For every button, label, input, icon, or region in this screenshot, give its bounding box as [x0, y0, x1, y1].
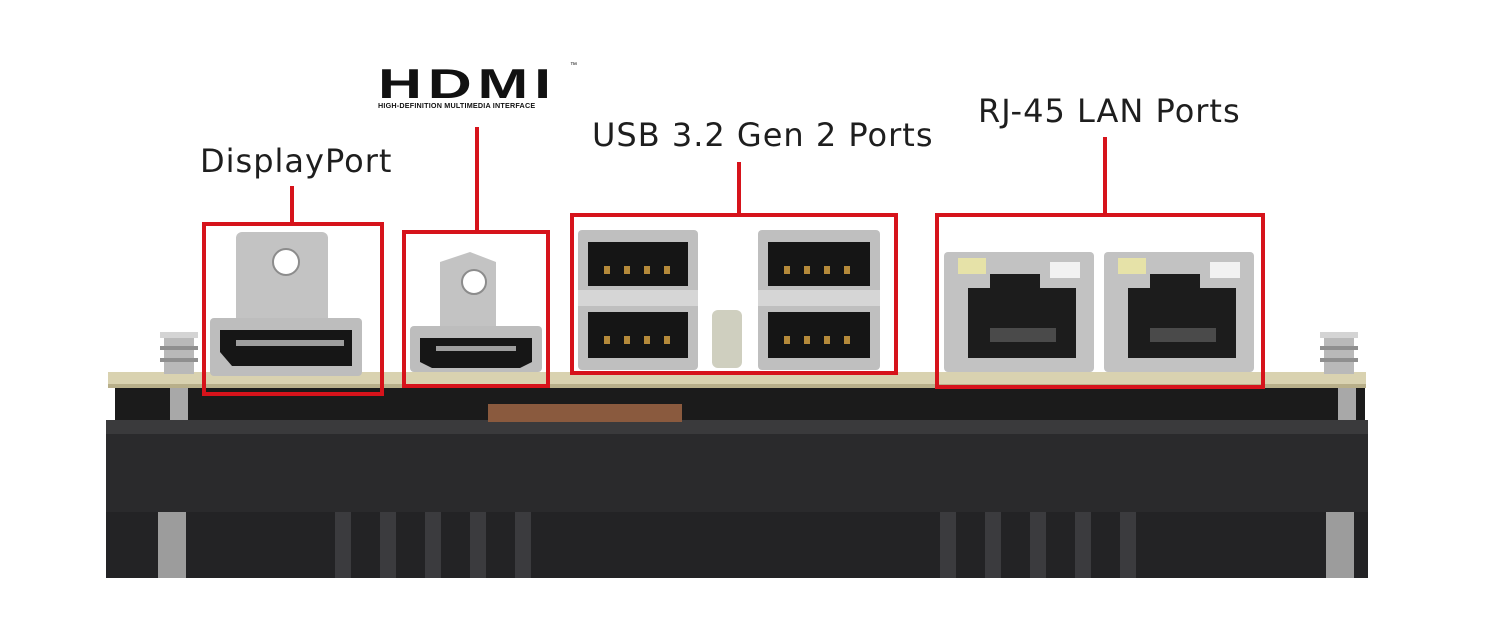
rj45-connectors [944, 252, 1254, 372]
usb-connectors [578, 230, 880, 370]
heatsink [106, 420, 1368, 578]
usb-leader-line [737, 162, 741, 213]
hdmi-connector [410, 252, 542, 372]
displayport-connector [210, 232, 362, 376]
hdmi-trademark: ™ [570, 62, 577, 69]
usb-label: USB 3.2 Gen 2 Ports [592, 116, 934, 154]
usb-highlight-box [570, 213, 898, 375]
hdmi-leader-line [475, 127, 479, 230]
right-screw [1320, 332, 1358, 374]
hdmi-subtitle: HIGH-DEFINITION MULTIMEDIA INTERFACE [378, 101, 536, 110]
left-screw [160, 332, 198, 374]
lan-leader-line [1103, 137, 1107, 213]
displayport-leader-line [290, 186, 294, 222]
lan-label: RJ-45 LAN Ports [978, 92, 1241, 130]
lan-highlight-box [935, 213, 1265, 389]
hdmi-highlight-box [402, 230, 550, 388]
hdmi-wordmark: HDMI [378, 60, 557, 107]
displayport-highlight-box [202, 222, 384, 396]
displayport-label: DisplayPort [200, 142, 393, 180]
hdmi-logo: HDMI ™ HIGH-DEFINITION MULTIMEDIA INTERF… [378, 60, 588, 118]
